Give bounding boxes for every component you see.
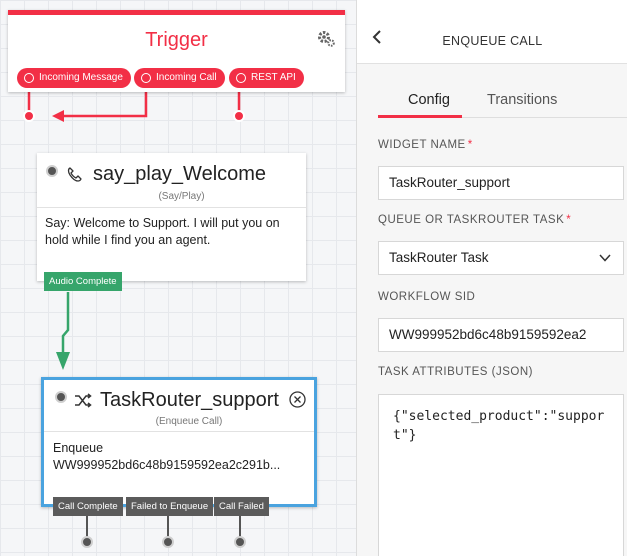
required-mark: * bbox=[566, 214, 572, 226]
taskrouter-widget[interactable]: TaskRouter_support (Enqueue Call) Enqueu… bbox=[41, 377, 317, 507]
queue-task-select[interactable]: TaskRouter Task bbox=[378, 241, 624, 275]
flow-canvas[interactable]: Trigger Incoming Message Incoming Call R… bbox=[0, 0, 356, 556]
output-dot-call-complete[interactable] bbox=[81, 536, 93, 548]
widget-body: Say: Welcome to Support. I will put you … bbox=[45, 216, 280, 247]
queue-task-label: QUEUE OR TASKROUTER TASK* bbox=[378, 214, 571, 226]
widget-config-panel: ENQUEUE CALL Config Transitions WIDGET N… bbox=[356, 0, 627, 556]
input-connector[interactable] bbox=[46, 165, 58, 177]
widget-subtitle: (Say/Play) bbox=[158, 191, 205, 202]
widget-body-line: WW999952bd6c48b9159592ea2c291b... bbox=[53, 458, 281, 472]
trigger-pill-incoming-message[interactable]: Incoming Message bbox=[17, 68, 131, 88]
gear-icon[interactable] bbox=[316, 28, 336, 48]
wire-incoming-call bbox=[56, 80, 148, 118]
shuffle-icon bbox=[75, 393, 92, 408]
output-dot-call-failed[interactable] bbox=[234, 536, 246, 548]
ring-icon bbox=[141, 73, 151, 83]
widget-subtitle: (Enqueue Call) bbox=[155, 416, 223, 427]
output-failed-to-enqueue[interactable]: Failed to Enqueue bbox=[126, 497, 214, 516]
workflow-sid-input[interactable]: WW999952bd6c48b9159592ea2 bbox=[378, 318, 624, 352]
output-audio-complete[interactable]: Audio Complete bbox=[44, 272, 122, 291]
output-call-complete[interactable]: Call Complete bbox=[53, 497, 123, 516]
widget-divider bbox=[37, 207, 306, 208]
widget-name-label: WIDGET NAME* bbox=[378, 139, 473, 151]
workflow-sid-label: WORKFLOW SID bbox=[378, 291, 476, 303]
widget-body-line: Enqueue bbox=[53, 441, 104, 455]
pill-label: Incoming Message bbox=[39, 72, 123, 83]
output-dot-rest-api[interactable] bbox=[233, 110, 245, 122]
task-attributes-textarea[interactable]: {"selected_product":"support"} bbox=[378, 394, 624, 556]
widget-body: Enqueue WW999952bd6c48b9159592ea2c291b..… bbox=[53, 440, 311, 474]
panel-header: ENQUEUE CALL bbox=[357, 0, 627, 64]
output-call-failed[interactable]: Call Failed bbox=[214, 497, 269, 516]
phone-icon bbox=[67, 167, 82, 182]
ring-icon bbox=[24, 73, 34, 83]
output-dot-failed-to-enqueue[interactable] bbox=[162, 536, 174, 548]
tab-config[interactable]: Config bbox=[408, 92, 450, 108]
output-dot-incoming-message[interactable] bbox=[23, 110, 35, 122]
wire-arrowhead-red bbox=[52, 110, 64, 122]
widget-divider bbox=[44, 431, 314, 432]
trigger-pill-incoming-call[interactable]: Incoming Call bbox=[134, 68, 225, 88]
tab-divider bbox=[378, 117, 627, 118]
trigger-title: Trigger bbox=[145, 29, 208, 51]
widget-name-input[interactable]: TaskRouter_support bbox=[378, 166, 624, 200]
wire-arrowhead-green bbox=[56, 352, 70, 370]
panel-title: ENQUEUE CALL bbox=[442, 34, 543, 48]
widget-title: say_play_Welcome bbox=[93, 163, 267, 185]
tab-active-indicator bbox=[378, 115, 462, 118]
task-attributes-label: TASK ATTRIBUTES (JSON) bbox=[378, 366, 533, 378]
pill-label: REST API bbox=[251, 72, 296, 83]
trigger-pill-rest-api[interactable]: REST API bbox=[229, 68, 304, 88]
close-circle-icon[interactable] bbox=[289, 391, 306, 408]
ring-icon bbox=[236, 73, 246, 83]
select-value: TaskRouter Task bbox=[389, 250, 489, 265]
label-text: QUEUE OR TASKROUTER TASK bbox=[378, 214, 565, 226]
wire-audio-complete bbox=[61, 292, 70, 352]
trigger-widget[interactable]: Trigger Incoming Message Incoming Call R… bbox=[8, 10, 345, 92]
input-connector[interactable] bbox=[55, 391, 67, 403]
widget-title: TaskRouter_support bbox=[100, 389, 279, 411]
required-mark: * bbox=[467, 139, 473, 151]
chevron-left-icon[interactable] bbox=[371, 30, 383, 44]
tab-transitions[interactable]: Transitions bbox=[487, 92, 558, 108]
label-text: WIDGET NAME bbox=[378, 139, 466, 151]
chevron-down-icon bbox=[599, 254, 611, 262]
pill-label: Incoming Call bbox=[156, 72, 217, 83]
say-play-widget[interactable]: say_play_Welcome (Say/Play) Say: Welcome… bbox=[37, 153, 306, 281]
